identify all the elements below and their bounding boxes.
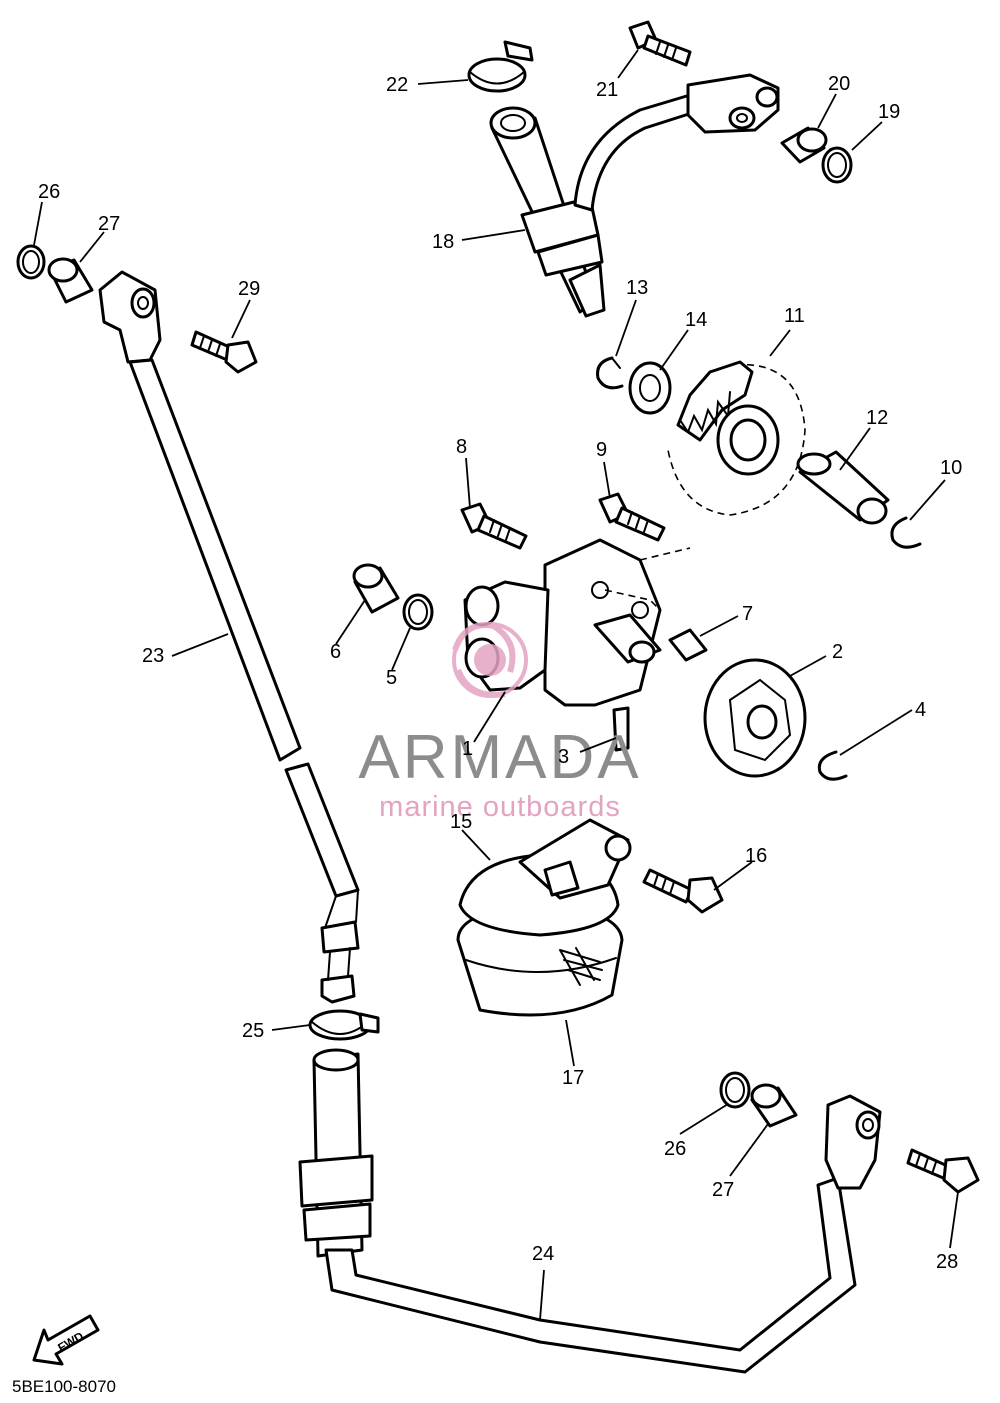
callout-numbers: 1 2 3 4 5 6 7 8 9 10 11 12 13 14 15 16 1… [38,73,962,1273]
callout-2: 2 [832,641,843,663]
callout-24: 24 [532,1243,554,1265]
part-6-collar [352,563,400,614]
part-14-washer [628,361,672,415]
callout-19: 19 [878,101,900,123]
part-25-hose-clamp [308,1009,380,1041]
part-18-oil-hose [489,93,697,318]
part-22-hose-clamp [467,40,534,93]
callout-25: 25 [242,1020,264,1042]
part-27-collar-left [47,257,94,304]
callout-29: 29 [238,278,260,300]
callout-28: 28 [936,1251,958,1273]
part-3-pin [612,706,630,752]
fwd-arrow-icon: FWD [32,1314,100,1366]
part-4-circlip [817,750,848,781]
part-26-o-ring-lower [719,1071,751,1109]
callout-4: 4 [915,699,926,721]
callout-10: 10 [940,457,962,479]
callout-6: 6 [330,641,341,663]
callout-27-left: 27 [98,213,120,235]
part-13-circlip [596,356,624,390]
part-28-bolt [906,1148,980,1194]
part-12-shaft [796,450,890,525]
callout-5: 5 [386,667,397,689]
part-24-oil-hose [298,1048,857,1374]
part-19-o-ring [821,146,853,184]
part-20-collar [780,126,828,164]
part-15-strainer-cover [458,818,632,937]
watermark-brand: ARMADA [358,723,641,792]
part-5-o-ring [402,593,434,631]
part-2-rotor [703,658,807,778]
callout-3: 3 [558,746,569,768]
part-elbow-fitting-lower [824,1094,882,1190]
watermark-tagline: marine outboards [379,791,621,823]
part-27-collar-lower [750,1083,798,1128]
part-23-oil-hose [128,358,360,1004]
callout-22: 22 [386,74,408,96]
part-1-oil-pump [463,538,691,707]
part-29-bolt [190,330,258,374]
callout-13: 13 [626,277,648,299]
callout-21: 21 [596,79,618,101]
part-16-bolt [642,868,724,914]
callout-11: 11 [784,305,805,327]
callout-18: 18 [432,231,454,253]
part-elbow-fitting-left [98,270,162,364]
callout-23: 23 [142,645,164,667]
part-10-circlip [890,516,922,549]
part-8-screw [460,502,528,550]
diagram-code: 5BE100-8070 [12,1377,116,1396]
callout-27-lower: 27 [712,1179,734,1201]
part-21-bolt [628,20,692,67]
callout-14: 14 [685,309,707,331]
part-elbow-fitting-top [686,73,780,134]
part-7-pin [668,628,708,662]
callout-9: 9 [596,439,607,461]
callout-8: 8 [456,436,467,458]
leader-lines [33,49,959,1321]
callout-15: 15 [450,811,472,833]
callout-26-lower: 26 [664,1138,686,1160]
armada-logo-icon [452,621,528,698]
part-26-o-ring-left [16,244,46,280]
part-11-gear [667,360,806,516]
callout-26-left: 26 [38,181,60,203]
callout-17: 17 [562,1067,584,1089]
callout-16: 16 [745,845,767,867]
callout-7: 7 [742,603,753,625]
part-9-screw [598,492,666,542]
callout-1: 1 [462,738,473,760]
callout-20: 20 [828,73,850,95]
callout-12: 12 [866,407,888,429]
